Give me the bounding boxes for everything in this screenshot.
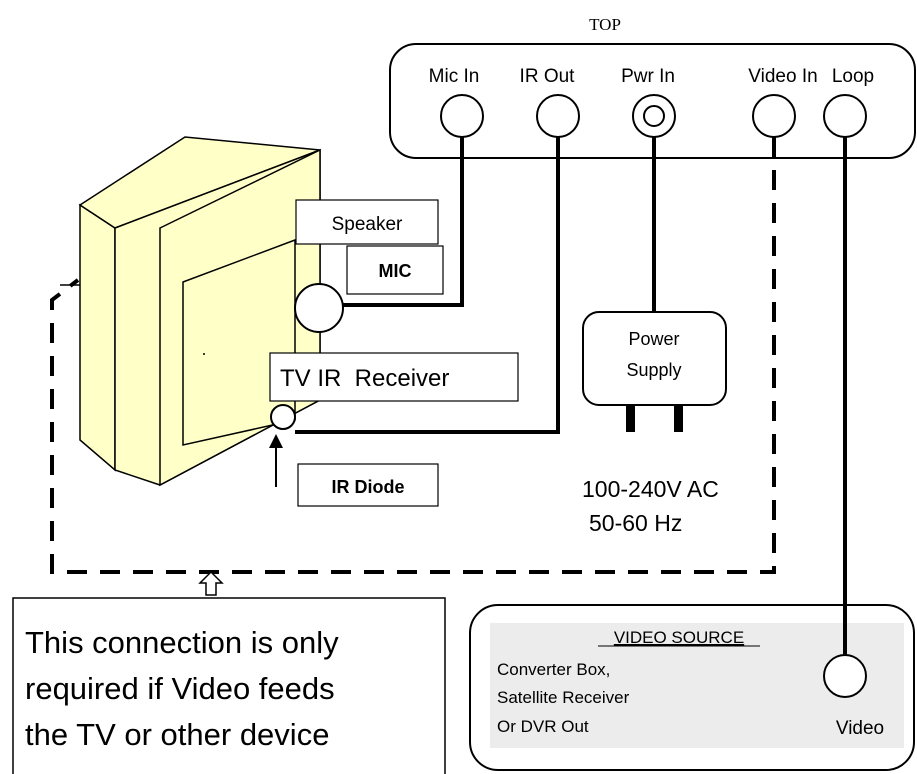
port-label-mic-in: Mic In [429, 66, 480, 87]
tv-set [60, 136, 321, 487]
video-in-port[interactable] [752, 94, 796, 138]
speaker-label-box [295, 199, 439, 245]
speaker-label: Speaker [332, 214, 403, 235]
mic-label: MIC [379, 261, 412, 281]
ir-diode-label: IR Diode [331, 477, 404, 497]
ir-diode-circle [270, 404, 296, 430]
port-label-pwr-in: Pwr In [621, 66, 675, 87]
loop-port[interactable] [823, 94, 867, 138]
note-line-1: This connection is only [25, 625, 339, 660]
note-line-3: the TV or other device [25, 717, 329, 752]
mic-in-port[interactable] [440, 94, 484, 138]
top-label: TOP [589, 15, 621, 34]
video-source-title: VIDEO SOURCE [614, 628, 744, 647]
video-port-label: Video [836, 718, 884, 739]
ir-cable [295, 137, 560, 434]
power-supply-line2: Supply [626, 360, 681, 380]
video-out-port[interactable] [823, 654, 867, 698]
ir-receiver-label-box [269, 352, 519, 402]
pwr-in-port-inner [643, 105, 665, 127]
mic-circle [294, 283, 344, 333]
ir-receiver-label: TV IR Receiver [280, 365, 449, 392]
ir-diode-label-box [297, 463, 439, 507]
frequency-text: 50-60 Hz [589, 510, 682, 536]
video-source-line-2: Satellite Receiver [497, 688, 630, 707]
power-supply-box [582, 311, 727, 406]
power-supply-line1: Power [628, 329, 679, 349]
note-box [12, 597, 446, 774]
port-label-ir-out: IR Out [520, 66, 576, 87]
port-label-loop: Loop [832, 66, 874, 87]
ir-out-port[interactable] [536, 94, 580, 138]
arrow-up-icon [269, 434, 283, 448]
port-label-video-in: Video In [748, 66, 817, 87]
plug-prong-right [674, 405, 683, 432]
hollow-arrow-up-icon [198, 570, 224, 596]
note-line-2: required if Video feeds [25, 671, 335, 706]
mic-cable [343, 137, 464, 307]
video-source-line-1: Converter Box, [497, 660, 610, 679]
plug-prong-left [626, 405, 635, 432]
voltage-text: 100-240V AC [582, 476, 719, 502]
video-source-line-3: Or DVR Out [497, 717, 589, 736]
mic-label-box [346, 245, 444, 295]
optional-video-connection [50, 137, 776, 574]
